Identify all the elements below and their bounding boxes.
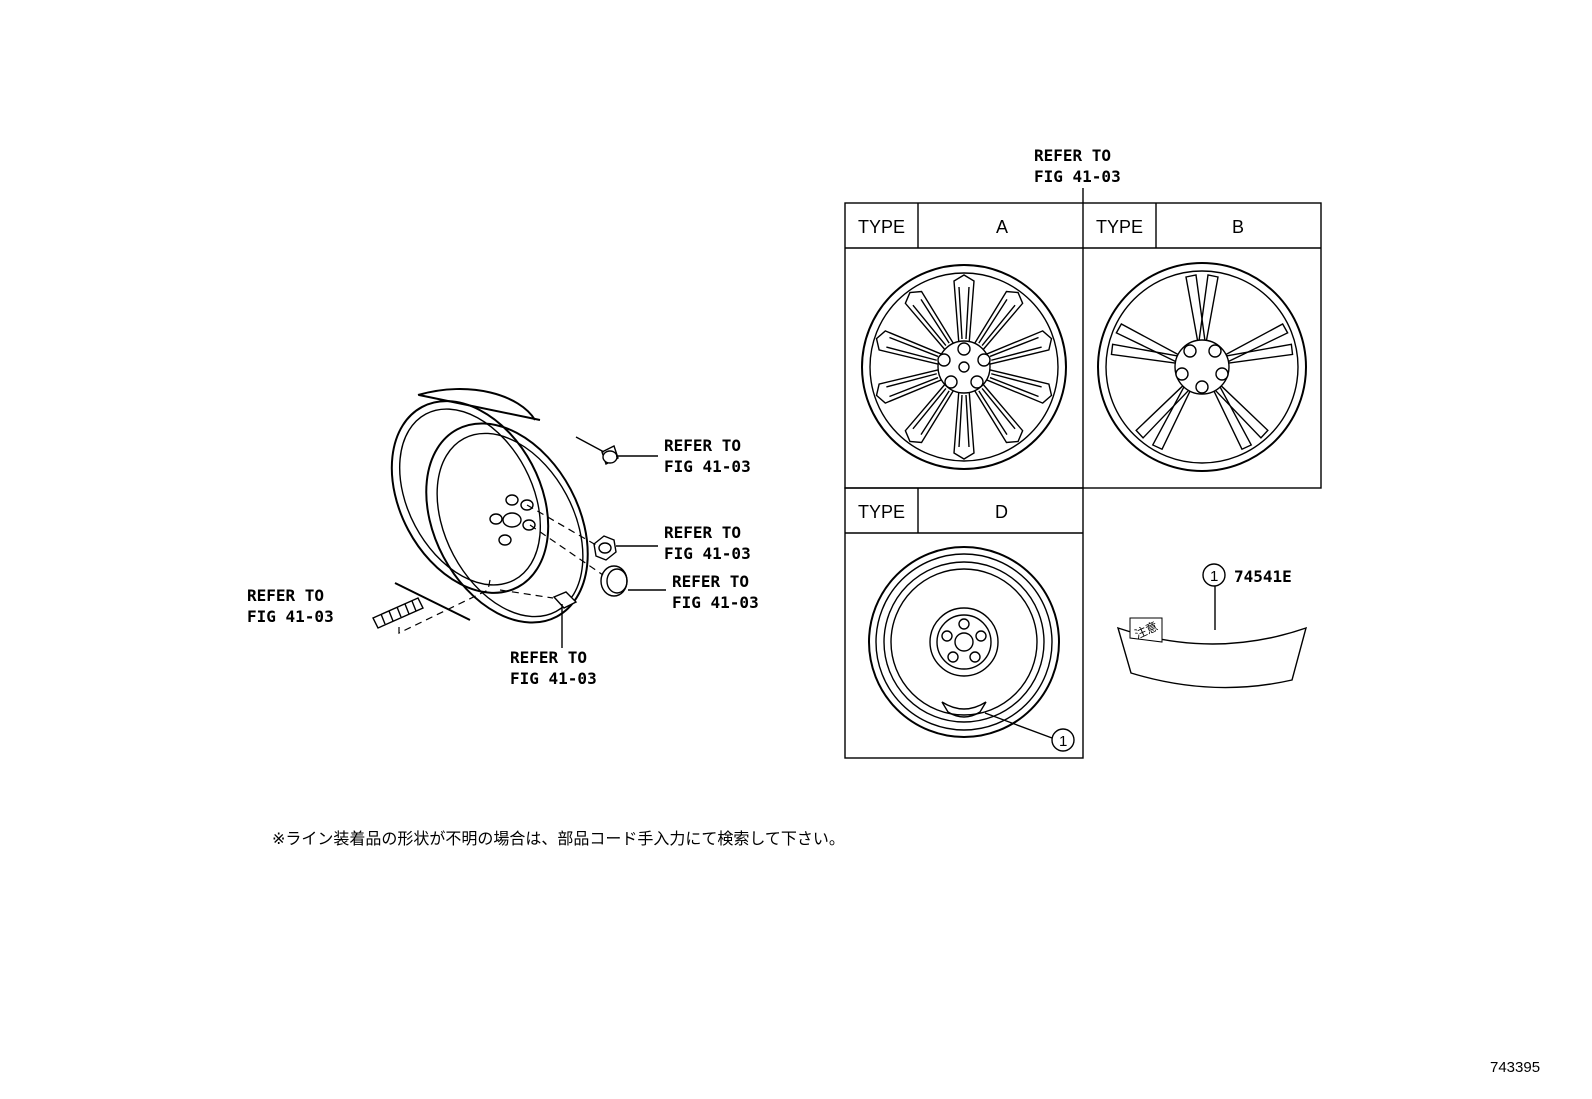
footnote: ※ライン装着品の形状が不明の場合は、部品コード手入力にて検索して下さい。 (272, 829, 845, 848)
callout-hubnut-line2: FIG 41-03 (664, 544, 751, 563)
wheel-cap (600, 565, 628, 597)
wheel-exploded-view (372, 388, 666, 648)
type-d-value: D (995, 502, 1008, 522)
part-number: 74541E (1234, 567, 1292, 586)
callout-weight-line2: FIG 41-03 (247, 607, 334, 626)
callout-valve-line2: FIG 41-03 (510, 669, 597, 688)
type-b-value: B (1232, 217, 1244, 237)
hub-bolt-pattern (489, 494, 536, 546)
balance-weight (372, 597, 424, 629)
valve-stem (552, 591, 578, 648)
callout-hubnut-line1: REFER TO (664, 523, 741, 542)
type-a-label: TYPE (858, 217, 905, 237)
marker-number-part: 1 (1210, 568, 1218, 585)
callout-weight-line1: REFER TO (247, 586, 324, 605)
type-d-label: TYPE (858, 502, 905, 522)
callout-valve-line1: REFER TO (510, 648, 587, 667)
caution-label-part: 注意 (1116, 586, 1308, 689)
hub-nut (593, 535, 617, 561)
callout-table-line2: FIG 41-03 (1034, 167, 1121, 186)
marker-circle-d (1051, 728, 1075, 752)
callout-nut-line2: FIG 41-03 (664, 457, 751, 476)
hub-nut-top (601, 445, 619, 465)
callout-cap-line2: FIG 41-03 (672, 593, 759, 612)
marker-number-d: 1 (1059, 733, 1067, 750)
callout-table-line1: REFER TO (1034, 146, 1111, 165)
diagram-id: 743395 (1490, 1059, 1540, 1076)
callout-nut-line1: REFER TO (664, 436, 741, 455)
type-b-label: TYPE (1096, 217, 1143, 237)
type-a-value: A (996, 217, 1008, 237)
marker-circle-part (1202, 563, 1226, 587)
wheel-type-b (1097, 262, 1307, 472)
wheel-type-a (861, 264, 1067, 470)
callout-cap-line1: REFER TO (672, 572, 749, 591)
type-table (844, 202, 1322, 759)
wheel-type-d (868, 546, 1060, 738)
